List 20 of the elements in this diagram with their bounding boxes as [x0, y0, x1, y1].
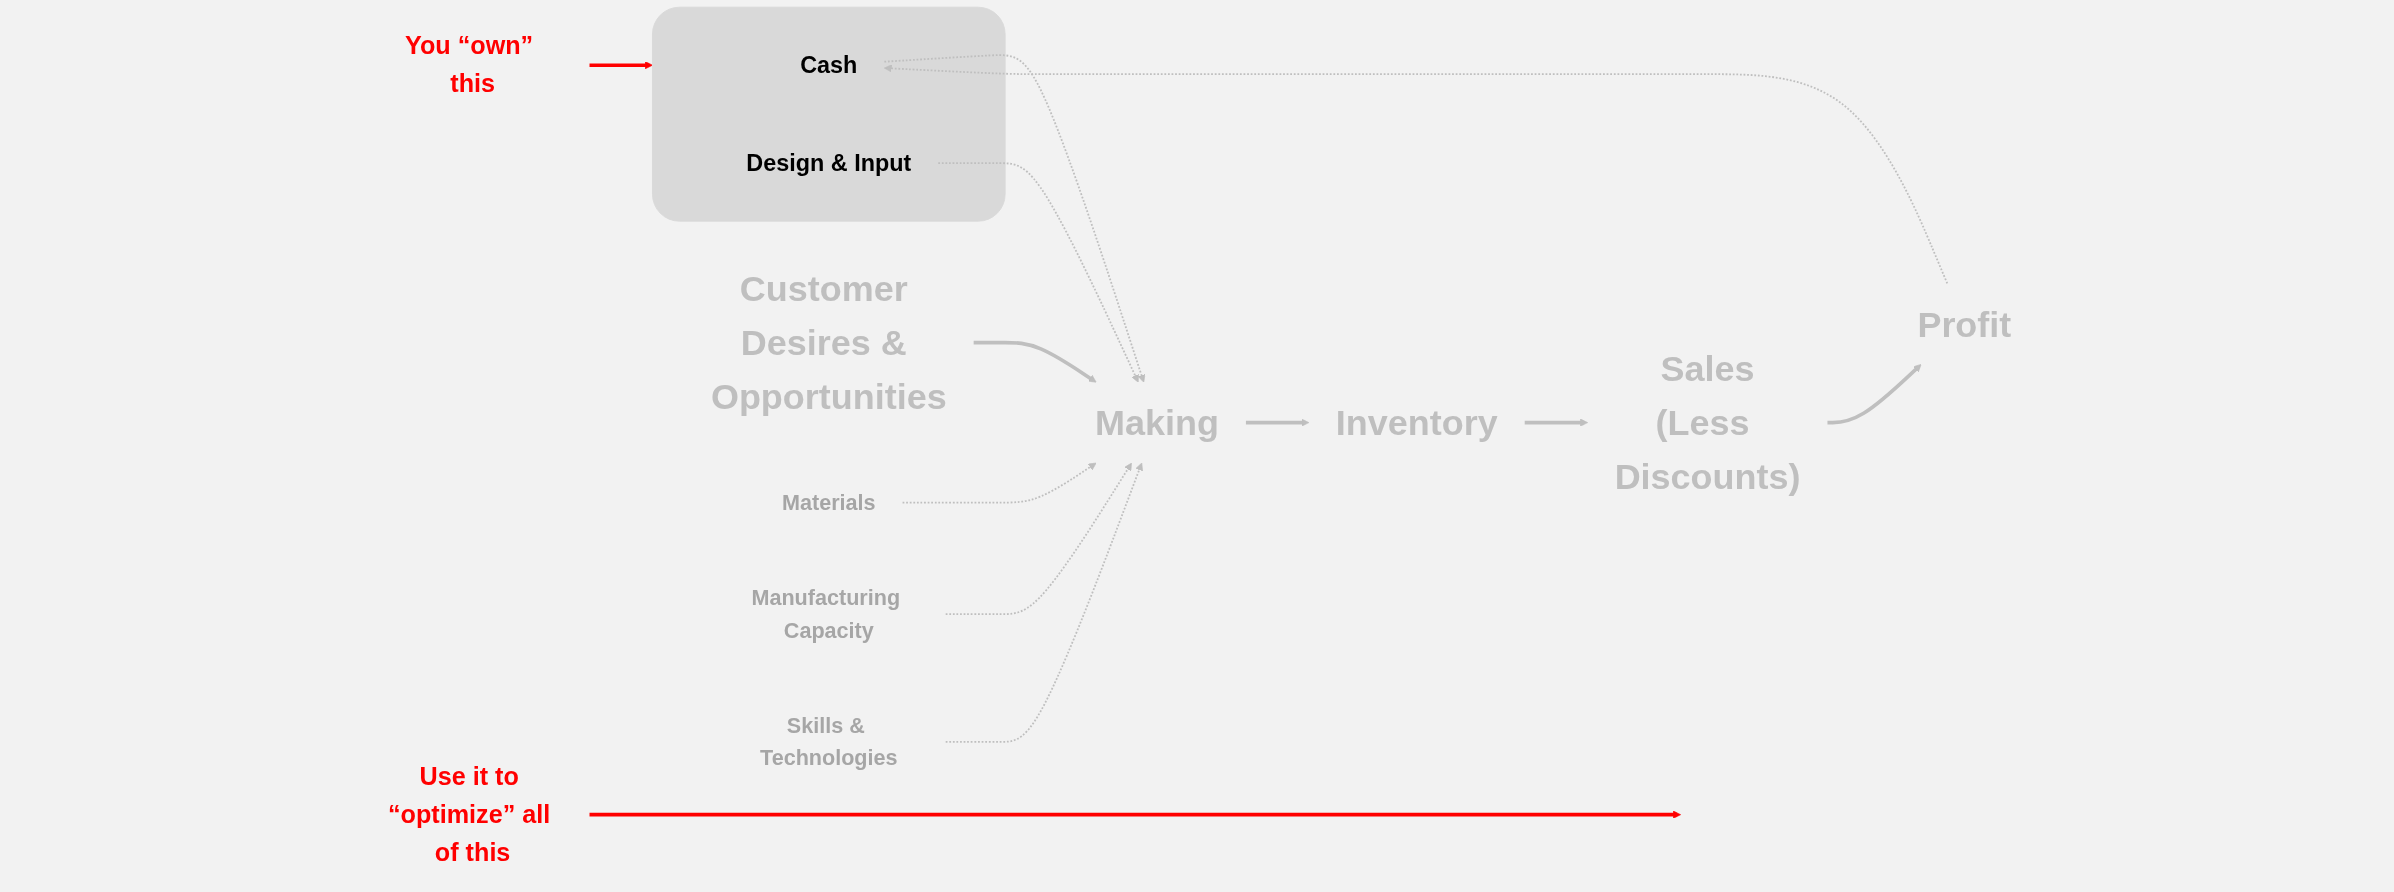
arrow	[1524, 418, 1588, 427]
node-text: Materials	[782, 490, 876, 515]
arrow	[589, 61, 653, 70]
cluster	[652, 6, 1006, 222]
node-text: Skills & Technologies	[760, 713, 898, 770]
arrow	[937, 162, 1139, 383]
node-text: Design & Input	[746, 149, 912, 177]
arrow	[901, 462, 1097, 504]
arrow	[883, 54, 1146, 383]
node-text: Manufacturing Capacity	[751, 585, 901, 643]
arrow	[1245, 418, 1310, 427]
node-text: Use it to “optimize” all of this	[387, 762, 551, 866]
node-text: You “own” this	[405, 31, 534, 98]
arrow	[589, 810, 1681, 819]
arrow	[973, 340, 1097, 383]
arrow	[884, 64, 1949, 285]
arrow	[1827, 364, 1922, 425]
arrow	[944, 462, 1143, 743]
arrow	[944, 462, 1132, 616]
node-text: Cash	[800, 51, 858, 79]
